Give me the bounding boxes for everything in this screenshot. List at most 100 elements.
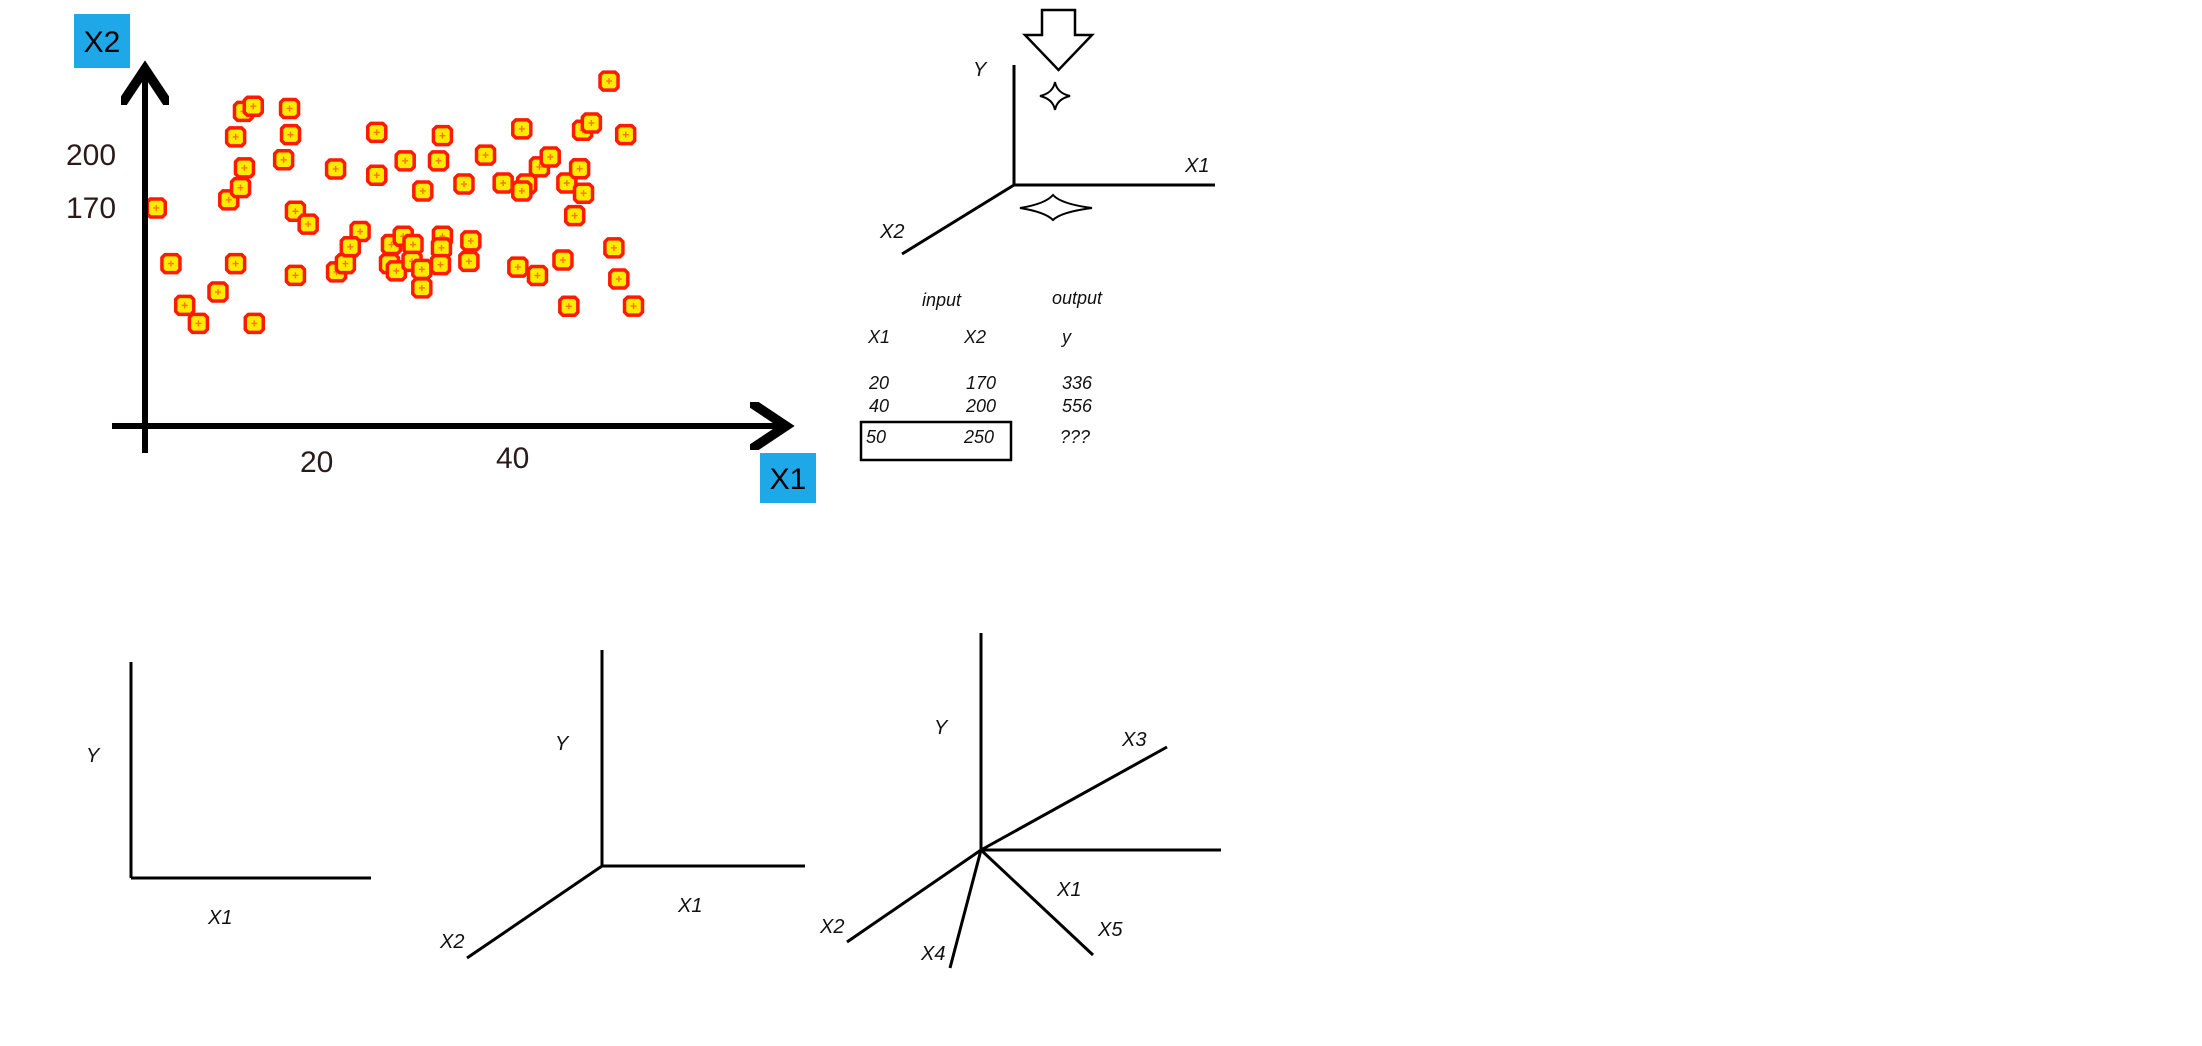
scatter-point <box>173 294 196 317</box>
axis-multi-x4-label: X4 <box>920 943 945 965</box>
highlight-row-box <box>859 420 1013 462</box>
scatter-point <box>511 118 533 140</box>
scatter-point <box>349 220 371 243</box>
scatter-point <box>614 123 637 146</box>
scatter-point <box>580 112 603 134</box>
axis-multi-x5 <box>979 848 1095 957</box>
axis-2d-y-label: Y <box>86 745 101 767</box>
axis-3d-top-x2-label: X2 <box>879 221 904 243</box>
sparkle-icon <box>1039 81 1071 111</box>
scatter-point <box>412 180 434 202</box>
flat-sparkle-icon <box>1019 193 1093 222</box>
scatter-point <box>431 124 454 147</box>
scatter-point <box>453 173 475 195</box>
scatter-point <box>224 126 247 148</box>
axis-3d-bottom-x1-label: X1 <box>677 895 702 917</box>
scatter-point <box>160 252 182 275</box>
scatter-point <box>572 182 595 204</box>
scatter-point <box>394 150 416 172</box>
scatter-point <box>411 258 433 281</box>
axes-3d-bottom: Y X1 X2 <box>439 650 805 960</box>
scatter-point <box>563 204 586 227</box>
axis-3d-bottom-y-label: Y <box>555 733 570 755</box>
y-axis-label: X2 <box>84 26 121 59</box>
scatter-point <box>233 157 256 179</box>
table-input-header: input <box>922 290 962 310</box>
table-cell: 200 <box>965 396 996 416</box>
axis-3d-bottom-x2-label: X2 <box>439 931 464 953</box>
x-axis-label: X1 <box>770 463 807 496</box>
axis-multi-x3 <box>980 745 1168 852</box>
scatter-point <box>511 180 533 202</box>
y-tick-label-200: 200 <box>66 139 116 172</box>
axis-multi-x4 <box>948 849 983 969</box>
table-cell: 336 <box>1062 373 1093 393</box>
scatter-plot: X2 X1 200 170 20 40 <box>66 14 816 503</box>
table-cell: 556 <box>1062 396 1093 416</box>
scatter-point <box>229 176 252 199</box>
scatter-point <box>558 295 580 317</box>
table-col-y: y <box>1060 327 1072 347</box>
axes-2d: Y X1 <box>86 662 371 929</box>
scatter-point <box>243 312 266 335</box>
scatter-point <box>297 213 319 235</box>
scatter-point <box>429 253 452 276</box>
scatter-point <box>460 230 482 252</box>
scatter-point <box>145 197 168 219</box>
axis-2d-x1-label: X1 <box>207 907 232 929</box>
scatter-point <box>207 281 229 303</box>
y-tick-label-170: 170 <box>66 192 116 225</box>
table-col-x2: X2 <box>963 327 986 347</box>
axis-3d-top-x2 <box>901 183 1015 256</box>
scatter-point <box>598 70 620 92</box>
scatter-point <box>411 277 433 299</box>
axis-multi-y-label: Y <box>934 717 949 739</box>
scatter-point <box>474 144 497 166</box>
scatter-point <box>492 172 514 194</box>
scatter-point <box>427 150 450 172</box>
table-cell: 250 <box>963 427 994 447</box>
scatter-point <box>458 250 480 273</box>
axis-multi-x2 <box>846 848 982 944</box>
y-axis-label-badge <box>74 14 130 68</box>
scatter-point <box>242 95 265 117</box>
scatter-point <box>603 237 625 259</box>
table-cell: 170 <box>966 373 996 393</box>
axis-multi-x3-label: X3 <box>1121 729 1146 751</box>
scatter-point <box>224 252 247 275</box>
scatter-point <box>402 233 424 256</box>
axis-3d-bottom-x2 <box>466 864 603 960</box>
axis-multi-x1-label: X1 <box>1056 879 1081 901</box>
table-cell: 20 <box>868 373 889 393</box>
down-arrow-icon <box>1022 8 1095 72</box>
scatter-point <box>622 295 645 317</box>
scatter-point <box>552 249 574 271</box>
scatter-point <box>608 268 630 290</box>
table-cell: ??? <box>1060 427 1090 447</box>
scatter-point <box>279 123 302 146</box>
axis-multi-x2-label: X2 <box>819 916 844 938</box>
scatter-point <box>278 97 301 120</box>
table-cell: 40 <box>869 396 889 416</box>
scatter-points <box>145 70 645 335</box>
scatter-point <box>284 264 307 287</box>
x-tick-label-20: 20 <box>300 446 333 479</box>
axes-multi: Y X3 X1 X5 X4 X2 <box>819 633 1221 969</box>
io-table: input output X1 X2 y 20 170 336 40 200 5… <box>859 288 1103 462</box>
scatter-point <box>339 236 362 258</box>
table-output-header: output <box>1052 288 1103 308</box>
axis-multi-x5-label: X5 <box>1097 919 1123 941</box>
scatter-point <box>324 158 347 180</box>
axes-3d-top: Y X1 X2 <box>879 8 1215 256</box>
scatter-point <box>187 312 210 335</box>
x-axis-label-badge <box>760 453 816 503</box>
scatter-point <box>272 149 295 171</box>
scatter-point <box>366 121 388 144</box>
table-cell: 50 <box>866 427 886 447</box>
axis-3d-top-y-label: Y <box>973 59 988 81</box>
scatter-point <box>366 164 388 186</box>
scatter-point <box>507 256 529 278</box>
axis-3d-top-x1-label: X1 <box>1184 155 1209 177</box>
scatter-point <box>539 146 561 168</box>
